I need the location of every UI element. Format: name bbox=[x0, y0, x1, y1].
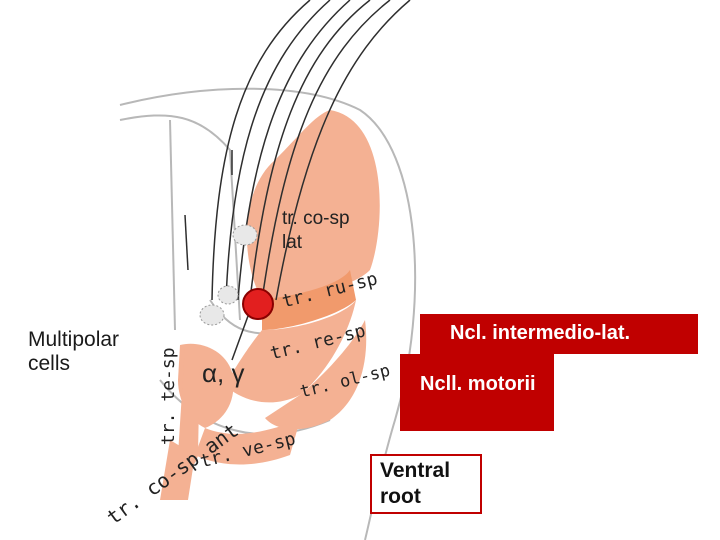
red-circle-neuron-icon bbox=[243, 289, 273, 319]
intermedio-lat-box: Ncl. intermedio-lat. bbox=[420, 314, 698, 354]
alpha-gamma-label: α, γ bbox=[202, 358, 244, 389]
ventral-root-line1: Ventral bbox=[380, 458, 472, 484]
ventral-root-line2: root bbox=[380, 484, 472, 510]
te-sp-label: tr. te-sp bbox=[158, 347, 179, 445]
multipolar-line1: Multipolar bbox=[28, 328, 119, 352]
co-sp-lat-line1: tr. co-sp bbox=[282, 207, 350, 231]
motorii-text: Ncll. motorii bbox=[420, 373, 536, 396]
motorii-box: Ncll. motorii bbox=[400, 354, 554, 431]
intermedio-lat-text: Ncl. intermedio-lat. bbox=[450, 322, 630, 345]
co-sp-lat-line2: lat bbox=[282, 231, 350, 255]
multipolar-line2: cells bbox=[28, 352, 119, 376]
ventral-root-box: Ventral root bbox=[370, 454, 482, 514]
multipolar-cells-label: Multipolar cells bbox=[28, 328, 119, 376]
co-sp-lat-label: tr. co-sp lat bbox=[282, 207, 350, 255]
